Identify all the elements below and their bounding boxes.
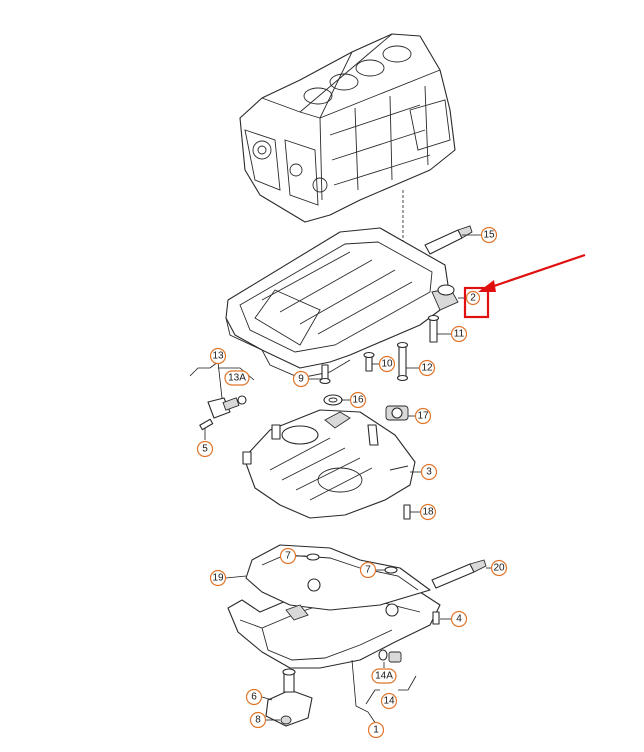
- svg-text:4: 4: [456, 614, 462, 625]
- nut-8: [280, 715, 292, 725]
- callout-10[interactable]: 10: [378, 355, 396, 373]
- highlight-box: [463, 286, 490, 319]
- callout-9[interactable]: 9: [292, 370, 310, 388]
- callout-7a[interactable]: 7: [279, 547, 297, 565]
- callout-2[interactable]: 2: [465, 290, 481, 306]
- svg-text:14A: 14A: [375, 671, 393, 682]
- svg-text:18: 18: [422, 507, 434, 518]
- callout-1[interactable]: 1: [367, 721, 385, 739]
- svg-text:13A: 13A: [228, 373, 246, 384]
- callout-20[interactable]: 20: [490, 559, 508, 577]
- svg-text:1: 1: [373, 725, 379, 736]
- highlight-arrow: [487, 253, 586, 290]
- highlight-marker: [463, 253, 586, 319]
- svg-text:12: 12: [421, 363, 433, 374]
- svg-text:11: 11: [454, 329, 465, 340]
- callout-17[interactable]: 17: [414, 407, 432, 425]
- washer-7b: [384, 566, 398, 574]
- svg-text:7: 7: [285, 551, 291, 562]
- callouts: 15 2 11 10 12 9 13 13A 5 16 17 3 18 7 7 …: [196, 226, 508, 739]
- callout-4[interactable]: 4: [450, 610, 468, 628]
- svg-text:2: 2: [470, 293, 476, 304]
- callout-3[interactable]: 3: [420, 463, 438, 481]
- sealant-tube-20: [431, 559, 487, 589]
- callout-16[interactable]: 16: [349, 391, 367, 409]
- callout-8[interactable]: 8: [249, 711, 267, 729]
- drain-plug-14: [378, 649, 402, 663]
- svg-text:19: 19: [212, 573, 224, 584]
- engine-block: [239, 33, 456, 223]
- svg-text:7: 7: [365, 565, 371, 576]
- bolt-18: [403, 504, 411, 520]
- callout-14[interactable]: 14: [380, 692, 398, 710]
- callout-13[interactable]: 13: [209, 347, 227, 365]
- svg-text:15: 15: [483, 230, 495, 241]
- svg-text:3: 3: [426, 467, 432, 478]
- leader-lines: [189, 234, 491, 725]
- washer-7a: [306, 553, 320, 561]
- callout-18[interactable]: 18: [419, 503, 437, 521]
- svg-text:8: 8: [255, 715, 261, 726]
- callout-14A[interactable]: 14A: [371, 668, 397, 684]
- svg-text:20: 20: [493, 563, 505, 574]
- sealant-tube-15: [424, 225, 473, 255]
- svg-text:9: 9: [298, 374, 304, 385]
- bolt-4: [432, 611, 440, 625]
- svg-text:16: 16: [352, 395, 364, 406]
- svg-text:10: 10: [381, 359, 393, 370]
- callout-5[interactable]: 5: [196, 440, 214, 458]
- lower-oil-pan: [227, 544, 441, 669]
- svg-text:14: 14: [383, 696, 395, 707]
- svg-text:5: 5: [202, 444, 208, 455]
- callout-15[interactable]: 15: [480, 226, 498, 244]
- baffle-plate-3: [242, 409, 416, 519]
- seal-ring-16: [323, 394, 343, 406]
- svg-text:13: 13: [212, 351, 224, 362]
- oil-pump-17: [385, 405, 409, 421]
- upper-oil-pan: [225, 227, 459, 379]
- callout-7b[interactable]: 7: [359, 561, 377, 579]
- oil-sensor-13: [199, 395, 247, 431]
- svg-text:6: 6: [251, 692, 257, 703]
- callout-11[interactable]: 11: [450, 325, 468, 343]
- callout-6[interactable]: 6: [245, 688, 263, 706]
- bolts-upper: [319, 314, 440, 385]
- callout-13A[interactable]: 13A: [224, 370, 250, 386]
- callout-19[interactable]: 19: [209, 569, 227, 587]
- callout-12[interactable]: 12: [418, 359, 436, 377]
- oil-level-sensor-6: [265, 668, 313, 727]
- svg-text:17: 17: [417, 411, 429, 422]
